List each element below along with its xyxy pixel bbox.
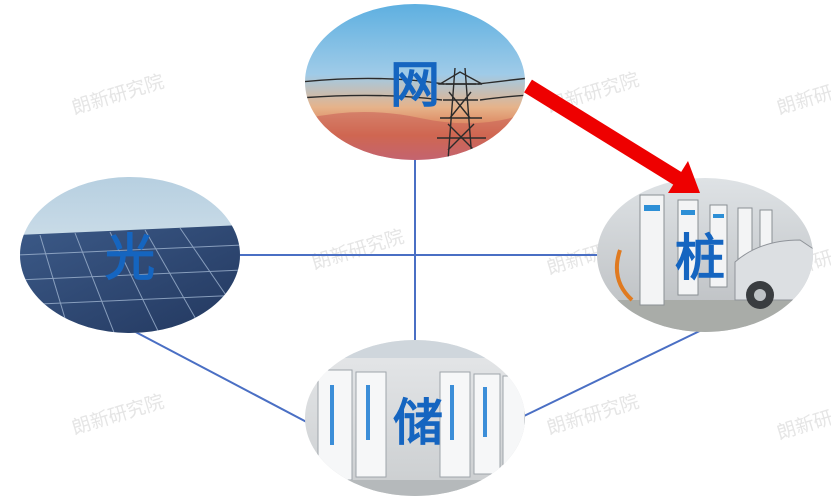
grid-label: 网	[390, 56, 440, 114]
charger-node: 桩	[597, 178, 813, 332]
solar-label: 光	[105, 229, 155, 287]
storage-label: 储	[393, 394, 443, 452]
charger-label: 桩	[675, 229, 725, 287]
solar-node: 光	[20, 177, 240, 333]
grid-to-charger-arrow	[524, 79, 700, 193]
grid-node: 网	[305, 4, 525, 160]
storage-node: 储	[305, 340, 525, 496]
connector-charger-storage	[523, 325, 711, 417]
connectors	[127, 158, 711, 429]
connector-solar-storage	[127, 327, 319, 429]
power-tower-icon	[305, 67, 525, 160]
